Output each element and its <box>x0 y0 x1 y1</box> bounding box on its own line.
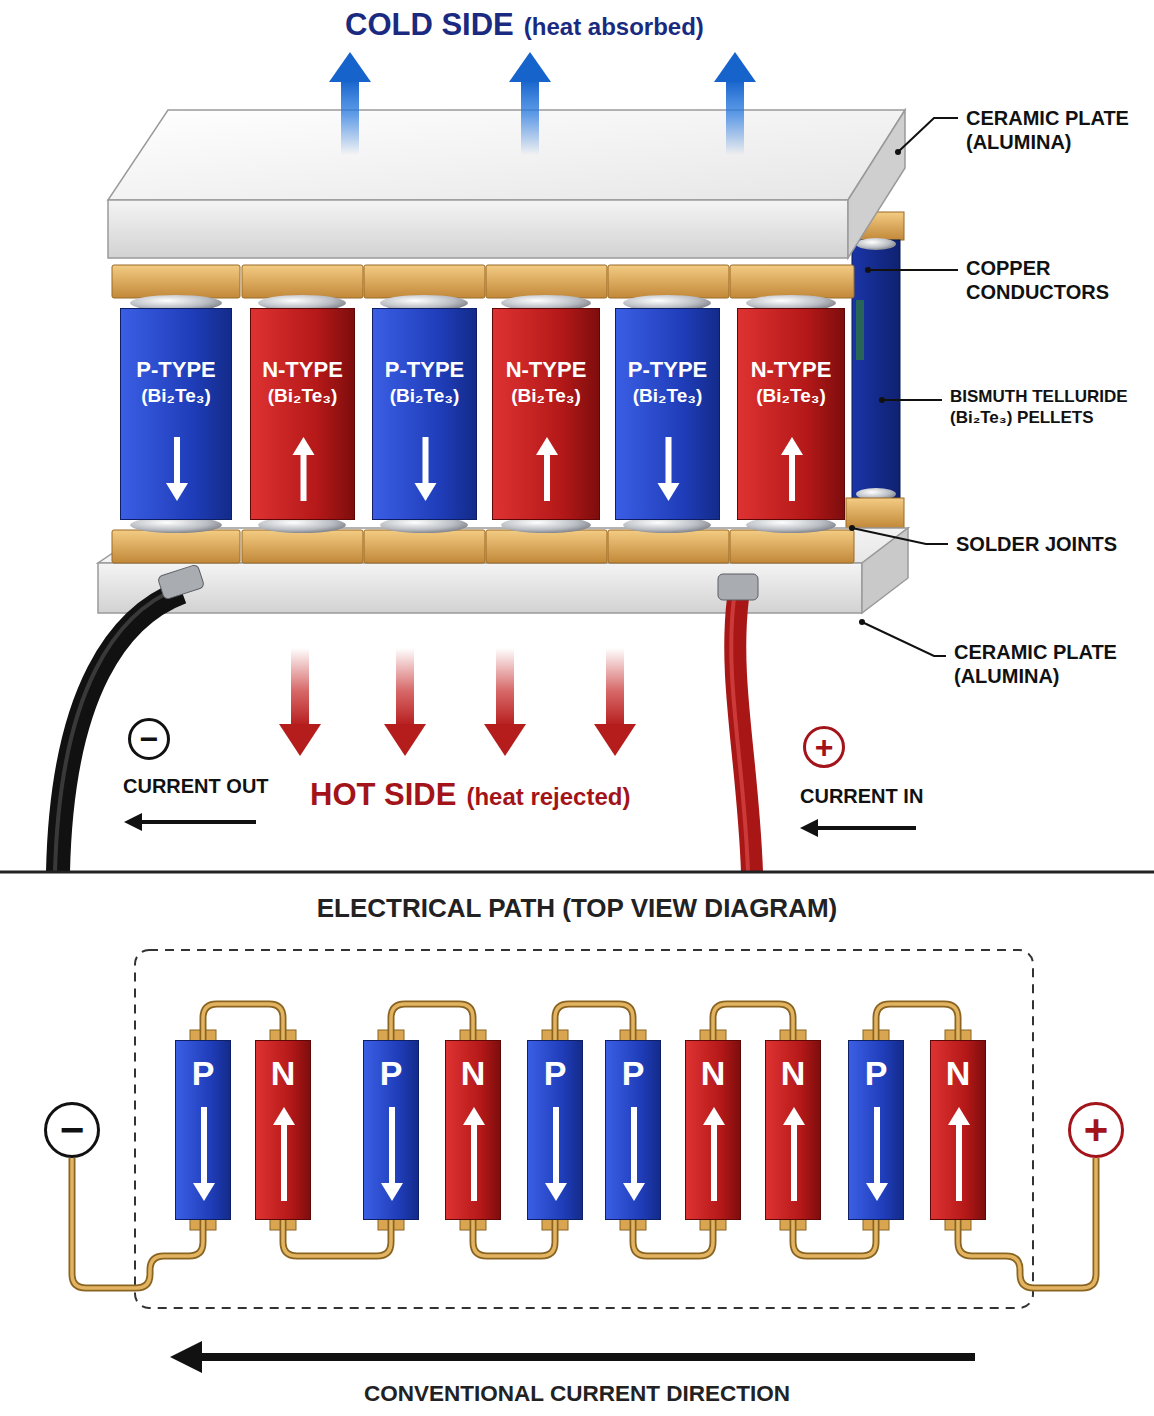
wire-connector <box>203 1004 283 1040</box>
part-label: (heat rejected) <box>466 782 630 811</box>
pellet-type: P <box>544 1053 567 1094</box>
terminal-circle: − <box>128 718 170 760</box>
wire-connector <box>473 1220 555 1256</box>
pellet-type: N-TYPE <box>506 357 587 383</box>
pellet-arrow <box>738 309 846 521</box>
terminal-sign: − <box>140 723 159 755</box>
wire-connector <box>876 1004 958 1040</box>
part-label: BISMUTH TELLURIDE (Bi₂Te₃) PELLETS <box>950 387 1148 428</box>
wire-connector <box>283 1220 391 1256</box>
pellet-box: N-TYPE(Bi₂Te₃) <box>737 308 845 520</box>
terminal-sign: − <box>60 1109 85 1151</box>
pellet-type: N-TYPE <box>751 357 832 383</box>
bottom-ceramic-plate <box>98 528 908 613</box>
heat-absorbed-arrows <box>329 52 756 155</box>
pellet-material: (Bi₂Te₃) <box>633 385 703 408</box>
pellet-box: P <box>175 1040 231 1220</box>
pellet-material: (Bi₂Te₃) <box>511 385 581 408</box>
pellet-type: P <box>622 1053 645 1094</box>
terminal-circle: − <box>44 1102 100 1158</box>
current-direction-arrow <box>170 1341 975 1373</box>
terminal-circle: + <box>803 726 845 768</box>
terminal-circle: + <box>1068 1102 1124 1158</box>
wire-connector <box>633 1220 713 1256</box>
pellet-material: (Bi₂Te₃) <box>268 385 338 408</box>
terminal-sign: + <box>815 731 834 763</box>
pellet-material: (Bi₂Te₃) <box>756 385 826 408</box>
wire-connector <box>713 1004 793 1040</box>
pellet-arrow <box>373 309 478 521</box>
pellet-type: N <box>461 1053 486 1094</box>
pellet-box: P <box>848 1040 904 1220</box>
part-label: COPPER CONDUCTORS <box>966 256 1148 305</box>
pellet-box: P <box>363 1040 419 1220</box>
pellet-box: N-TYPE(Bi₂Te₃) <box>250 308 355 520</box>
wire-connector <box>793 1220 876 1256</box>
pellet-type: P-TYPE <box>628 357 707 383</box>
pellet-box: N <box>930 1040 986 1220</box>
part-label: COLD SIDE <box>345 6 514 44</box>
pellet-box: P-TYPE(Bi₂Te₃) <box>120 308 232 520</box>
leader-dots <box>849 149 901 625</box>
section-heading: ELECTRICAL PATH (TOP VIEW DIAGRAM) <box>0 893 1154 925</box>
pellet-arrow <box>493 309 601 521</box>
solder-joints <box>130 295 836 533</box>
pellet-type: N <box>271 1053 296 1094</box>
back-pellets <box>846 212 904 528</box>
module-outline <box>135 950 1033 1308</box>
pellet-type: N <box>946 1053 971 1094</box>
pellet-box: N-TYPE(Bi₂Te₃) <box>492 308 600 520</box>
pellet-box: N <box>765 1040 821 1220</box>
pellet-type: P-TYPE <box>385 357 464 383</box>
part-label: CERAMIC PLATE (ALUMINA) <box>954 640 1136 689</box>
part-label: SOLDER JOINTS <box>956 532 1117 556</box>
section-divider <box>0 871 1154 874</box>
pellet-arrow <box>121 309 233 521</box>
pellet-type: P <box>865 1053 888 1094</box>
pellet-material: (Bi₂Te₃) <box>141 385 211 408</box>
pellet-type: N-TYPE <box>262 357 343 383</box>
pellet-box: P-TYPE(Bi₂Te₃) <box>615 308 720 520</box>
top-ceramic-plate <box>108 110 905 258</box>
pellet-box: P <box>527 1040 583 1220</box>
current-arrows <box>124 813 916 837</box>
wire-connector <box>555 1004 633 1040</box>
copper-conductors <box>112 265 854 563</box>
part-label: CURRENT OUT <box>123 774 269 798</box>
pellet-type: N <box>781 1053 806 1094</box>
pellet-box: N <box>255 1040 311 1220</box>
pellet-box: N <box>445 1040 501 1220</box>
part-label: (heat absorbed) <box>524 12 704 41</box>
part-label: HOT SIDE <box>310 776 456 814</box>
pellet-type: P <box>380 1053 403 1094</box>
pellet-arrow <box>251 309 356 521</box>
pellet-material: (Bi₂Te₃) <box>390 385 460 408</box>
wire-connector <box>391 1004 473 1040</box>
section-heading: CONVENTIONAL CURRENT DIRECTION <box>0 1380 1154 1407</box>
pellet-box: P <box>605 1040 661 1220</box>
terminal-sign: + <box>1084 1109 1109 1151</box>
part-label: CURRENT IN <box>800 784 923 808</box>
power-cables <box>55 564 758 872</box>
pellet-arrow <box>616 309 721 521</box>
part-label: CERAMIC PLATE (ALUMINA) <box>966 106 1148 155</box>
pellet-type: P-TYPE <box>136 357 215 383</box>
pellet-tabs <box>190 1030 971 1230</box>
pellet-type: N <box>701 1053 726 1094</box>
heat-rejected-arrows <box>279 648 636 756</box>
leader-lines <box>852 118 958 656</box>
pellet-box: P-TYPE(Bi₂Te₃) <box>372 308 477 520</box>
pellet-type: P <box>192 1053 215 1094</box>
pellet-box: N <box>685 1040 741 1220</box>
